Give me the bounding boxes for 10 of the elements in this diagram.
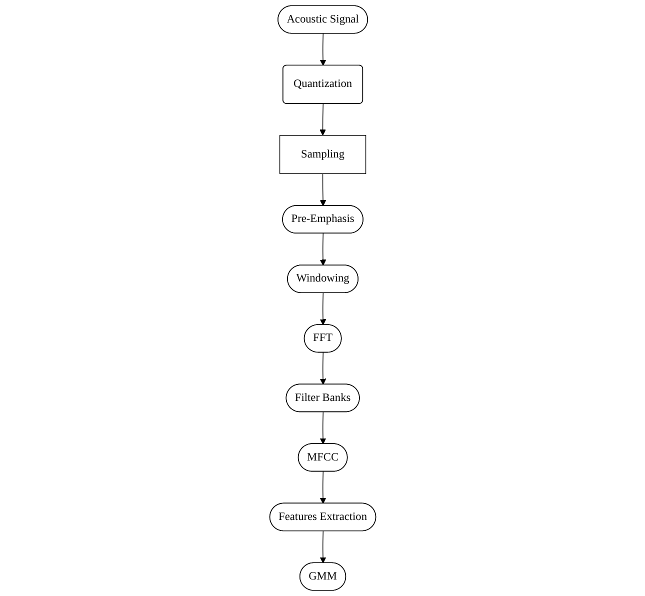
arrow <box>320 233 326 266</box>
arrow <box>320 173 326 206</box>
arrow <box>319 103 326 136</box>
arrow <box>320 530 326 564</box>
arrow <box>320 33 326 66</box>
arrow <box>320 292 326 326</box>
arrow <box>320 352 326 385</box>
arrow <box>320 412 326 444</box>
arrow <box>320 471 326 504</box>
node-box: Sampling <box>279 135 366 174</box>
